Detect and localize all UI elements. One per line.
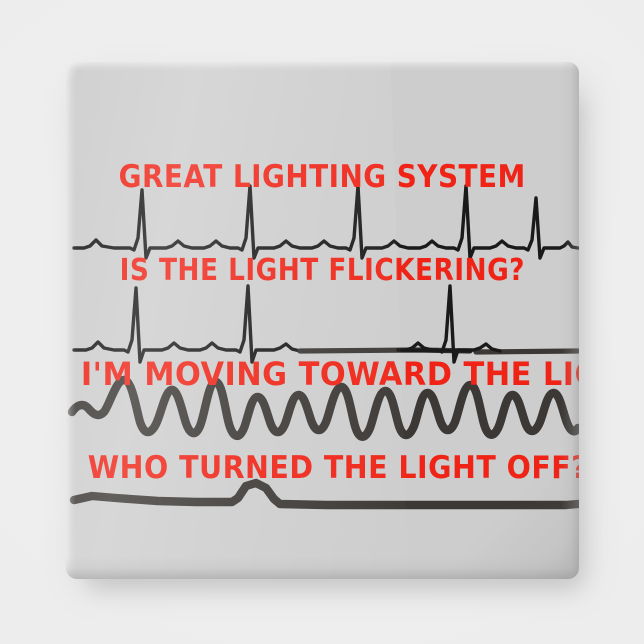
caption-line-1: GREAT LIGHTING SYSTEM xyxy=(66,162,579,193)
trace-bradycardia-flat-b xyxy=(473,348,579,355)
trace-asystole-flatline xyxy=(69,478,579,510)
trace-bradycardia xyxy=(72,284,302,364)
caption-line-3-text: I'M MOVING TOWARD THE LIGHT xyxy=(80,355,579,393)
ecg-traces-svg xyxy=(67,184,579,510)
caption-line-4-text: WHO TURNED THE LIGHT OFF? xyxy=(87,450,579,486)
magnet-artwork: GREAT LIGHTING SYSTEM IS THE LIGHT FLICK… xyxy=(66,62,579,579)
square-magnet-product[interactable]: GREAT LIGHTING SYSTEM IS THE LIGHT FLICK… xyxy=(66,62,579,579)
caption-line-4: WHO TURNED THE LIGHT OFF? xyxy=(66,453,579,484)
caption-line-1-text: GREAT LIGHTING SYSTEM xyxy=(118,159,527,195)
caption-line-2: IS THE LIGHT FLICKERING? xyxy=(66,256,579,286)
caption-line-2-text: IS THE LIGHT FLICKERING? xyxy=(119,253,526,288)
caption-line-3: I'M MOVING TOWARD THE LIGHT xyxy=(66,358,579,390)
trace-normal-sinus-rhythm xyxy=(72,184,579,260)
